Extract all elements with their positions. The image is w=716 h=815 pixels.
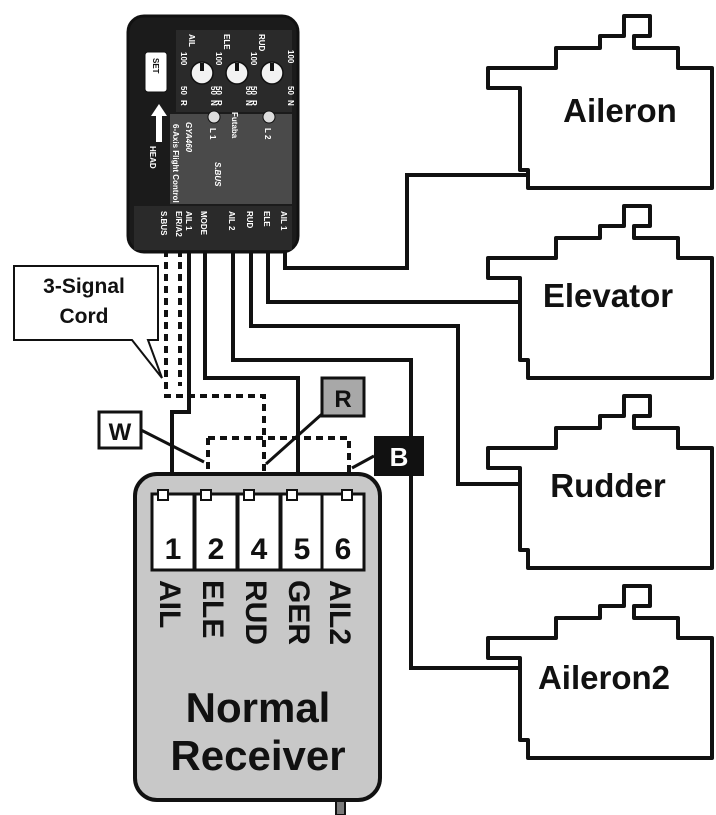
led2-label: L 2 <box>263 128 272 140</box>
wire-ail2-to-aileron2 <box>231 250 520 670</box>
servo-rudder: Rudder <box>486 394 714 570</box>
callout-line2: Cord <box>60 305 109 328</box>
channel-slot-1: 1 <box>150 489 196 572</box>
knob-rud-r: R <box>249 100 258 106</box>
channel-4-label: RUD <box>239 580 272 645</box>
set-button[interactable] <box>144 51 168 93</box>
knob-rud-left: 50 <box>249 86 258 95</box>
sbus-logo: S.BUS <box>213 162 222 187</box>
servo-rudder-label: Rudder <box>550 467 666 504</box>
port-era2: E/R/A2 <box>174 211 183 237</box>
servo-aileron2-label: Aileron2 <box>538 659 670 696</box>
servo-aileron2: Aileron2 <box>486 584 714 760</box>
tag-b: B <box>351 436 424 476</box>
knob-rud-label: RUD <box>257 34 266 52</box>
knob-ail-left: 50 <box>179 86 188 95</box>
knob-ele-left: 50 <box>214 86 223 95</box>
gain-knob-ele[interactable] <box>225 61 249 85</box>
channel-1-number: 1 <box>165 533 182 566</box>
wire-ele-to-elevator <box>266 250 518 304</box>
knob-rud-right: 50 <box>286 86 295 95</box>
channel-slot-2: 2 <box>193 489 239 572</box>
channel-2-number: 2 <box>208 533 225 566</box>
gyro-port-strip <box>134 206 292 250</box>
knob-ele-n: N <box>244 100 253 106</box>
port-ail2: AIL 2 <box>227 211 236 231</box>
servo-aileron-label: Aileron <box>563 92 677 129</box>
knob-ail-right: 50 <box>209 86 218 95</box>
port-ele: ELE <box>262 211 271 227</box>
knob-rud-scale-right: 100 <box>286 50 295 64</box>
wire-ail1-to-aileron <box>283 173 528 270</box>
port-ail1-left: AIL 1 <box>184 211 193 231</box>
normal-receiver: 1 2 4 5 6 AIL ELE RUD GER AIL2 Normal Re <box>133 472 382 815</box>
port-sbus: S.BUS <box>159 211 168 236</box>
knob-ail-n: N <box>209 100 218 106</box>
knob-ele-right: 50 <box>244 86 253 95</box>
channel-4-number: 4 <box>251 533 268 566</box>
wire-ail1-receiver <box>170 250 191 498</box>
tag-r: R <box>265 376 366 466</box>
tag-w: W <box>97 410 205 464</box>
port-mode: MODE <box>199 211 208 236</box>
channel-slot-5: 5 <box>279 489 325 572</box>
three-signal-cord <box>164 250 351 474</box>
wire-rud-to-rudder <box>249 250 520 486</box>
gyro-unit: SET HEAD AIL ELE RUD 100 100 100 100 50 … <box>126 14 300 254</box>
servo-aileron: Aileron <box>486 14 714 190</box>
knob-ail-scale-top: 100 <box>179 52 188 66</box>
led1-label: L 1 <box>208 128 217 140</box>
led1-icon <box>207 110 221 124</box>
brand-logo: Futaba <box>230 112 239 139</box>
channel-6-number: 6 <box>335 533 352 566</box>
channel-5-number: 5 <box>294 533 311 566</box>
receiver-title-line2: Receiver <box>170 732 345 779</box>
gyro-label-panel <box>170 114 292 204</box>
knob-ele-r: R <box>214 100 223 106</box>
head-label: HEAD <box>148 146 157 169</box>
channel-2-label: ELE <box>196 580 229 638</box>
knob-ele-label: ELE <box>222 34 231 50</box>
port-rud: RUD <box>245 211 254 229</box>
knob-rud-scale-top: 100 <box>249 52 258 66</box>
model-subtitle: 6-Axis Flight Control <box>171 124 180 203</box>
callout-line1: 3-Signal <box>43 275 125 298</box>
channel-6-label: AIL2 <box>323 580 356 645</box>
tag-r-label: R <box>334 386 351 413</box>
tag-w-label: W <box>109 419 132 446</box>
set-label: SET <box>151 58 160 74</box>
model-name: GYA460 <box>184 122 193 153</box>
wires <box>164 173 528 670</box>
servo-elevator: Elevator <box>486 204 714 380</box>
tag-b-label: B <box>390 442 409 472</box>
channel-slot-6: 6 <box>320 489 366 572</box>
gain-knob-ail[interactable] <box>190 61 214 85</box>
channel-slot-4: 4 <box>236 489 282 572</box>
knob-ail-r: R <box>179 100 188 106</box>
servo-elevator-label: Elevator <box>543 277 673 314</box>
knob-rud-n: N <box>286 100 295 106</box>
three-signal-callout: 3-Signal Cord <box>13 265 163 379</box>
led2-icon <box>262 110 276 124</box>
head-arrow-icon <box>151 104 167 116</box>
knob-ele-scale-top: 100 <box>214 52 223 66</box>
knob-ail-label: AIL <box>187 34 196 47</box>
receiver-title-line1: Normal <box>186 684 331 731</box>
port-ail1-right: AIL 1 <box>279 211 288 231</box>
channel-1-label: AIL <box>153 580 186 628</box>
channel-5-label: GER <box>282 580 315 645</box>
gain-knob-rud[interactable] <box>260 61 284 85</box>
